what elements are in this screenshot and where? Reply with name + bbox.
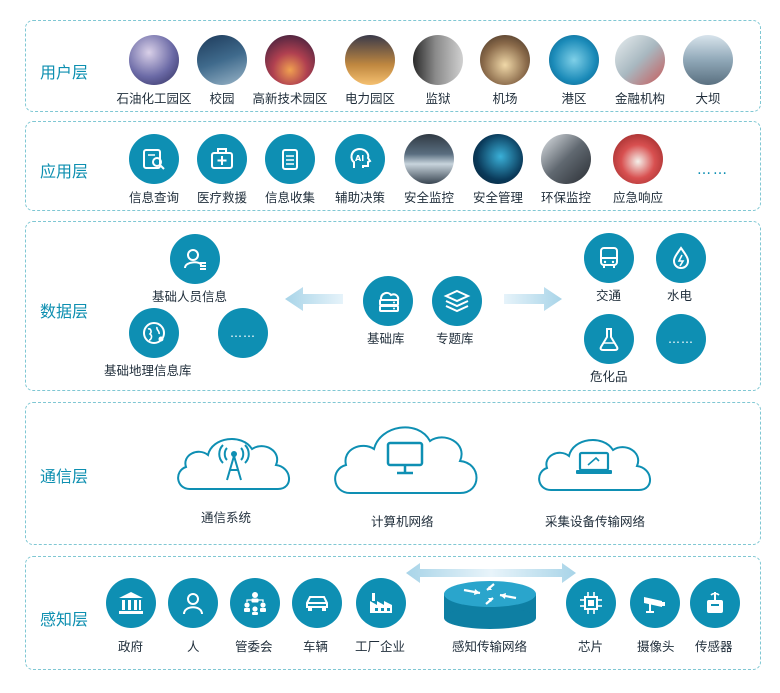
layer-title: 通信层 bbox=[40, 467, 89, 486]
user-item-petrochemical: 石油化工园区 bbox=[112, 35, 196, 107]
user-item-financial: 金融机构 bbox=[598, 35, 682, 107]
government-icon bbox=[106, 578, 156, 628]
cloud-shape bbox=[177, 437, 290, 490]
cloud-shape bbox=[334, 426, 478, 494]
router-icon bbox=[444, 581, 536, 629]
left-arrow-icon bbox=[285, 287, 343, 311]
app-item-medical-rescue: 医疗救援 bbox=[180, 134, 264, 206]
env-monitor-photo bbox=[541, 134, 591, 184]
hazmat-flask-icon bbox=[584, 314, 634, 364]
user-item-power-park: 电力园区 bbox=[328, 35, 412, 107]
user-item-campus: 校园 bbox=[180, 35, 264, 107]
data-right-more: …… bbox=[656, 314, 706, 364]
info-query-icon bbox=[129, 134, 179, 184]
sensor-icon bbox=[690, 578, 740, 628]
campus-photo bbox=[197, 35, 247, 85]
app-item-emergency: 应急响应 bbox=[596, 134, 680, 206]
layer-title: 应用层 bbox=[40, 162, 89, 181]
water-power-label: 水电 bbox=[667, 288, 693, 303]
prison-photo bbox=[413, 35, 463, 85]
computer-network-label: 计算机网络 bbox=[371, 514, 434, 529]
government-label: 政府 bbox=[118, 639, 144, 654]
app-item-security-monitor: 安全监控 bbox=[387, 134, 471, 206]
app-item-security-manage: 安全管理 bbox=[456, 134, 540, 206]
double-arrow-icon bbox=[406, 563, 576, 583]
chip-label: 芯片 bbox=[578, 639, 604, 654]
hazmat-label: 危化品 bbox=[590, 369, 628, 384]
user-item-dam: 大坝 bbox=[666, 35, 750, 107]
person-icon bbox=[168, 578, 218, 628]
factory-icon bbox=[356, 578, 406, 628]
sensor-label: 传感器 bbox=[695, 639, 733, 654]
user-item-port: 港区 bbox=[532, 35, 616, 107]
committee-icon bbox=[230, 578, 280, 628]
water-power-icon bbox=[656, 233, 706, 283]
layer-title: 数据层 bbox=[40, 302, 89, 321]
security-manage-photo bbox=[473, 134, 523, 184]
vehicle-label: 车辆 bbox=[303, 639, 329, 654]
ai-head-icon: AI bbox=[335, 134, 385, 184]
user-item-prison: 监狱 bbox=[396, 35, 480, 107]
data-layer: 数据层 bbox=[25, 221, 761, 391]
security-monitor-photo bbox=[404, 134, 454, 184]
traffic-label: 交通 bbox=[596, 288, 622, 303]
app-item-decision-support: AI 辅助决策 bbox=[318, 134, 402, 206]
person-info-label: 基础人员信息 bbox=[152, 289, 228, 304]
factory-label: 工厂企业 bbox=[355, 639, 406, 654]
camera-label: 摄像头 bbox=[637, 639, 675, 654]
right-arrow-icon bbox=[504, 287, 562, 311]
user-item-airport: 机场 bbox=[463, 35, 547, 107]
svg-text:AI: AI bbox=[355, 154, 364, 163]
sensing-layer: 感知层 bbox=[25, 556, 761, 670]
base-db-label: 基础库 bbox=[367, 331, 405, 346]
hitech-park-photo bbox=[265, 35, 315, 85]
sensing-network-label: 感知传输网络 bbox=[452, 639, 528, 654]
layer-title: 感知层 bbox=[40, 610, 89, 629]
person-label: 人 bbox=[187, 639, 200, 654]
topic-db-label: 专题库 bbox=[436, 331, 474, 346]
antenna-icon bbox=[218, 444, 250, 481]
app-item-info-query: 信息查询 bbox=[112, 134, 196, 206]
clipboard-icon bbox=[265, 134, 315, 184]
user-layer: 用户层 bbox=[25, 20, 761, 112]
chip-icon bbox=[566, 578, 616, 628]
base-db-icon bbox=[363, 276, 413, 326]
topic-db-icon bbox=[432, 276, 482, 326]
application-layer: 应用层 bbox=[25, 121, 761, 211]
bus-icon bbox=[584, 233, 634, 283]
app-item-info-collect: 信息收集 bbox=[248, 134, 332, 206]
comm-system-label: 通信系统 bbox=[201, 510, 252, 525]
petrochemical-photo bbox=[129, 35, 179, 85]
communication-layer: 通信层 bbox=[25, 402, 761, 545]
dam-photo bbox=[683, 35, 733, 85]
data-left-more: …… bbox=[218, 308, 268, 358]
app-item-env-monitor: 环保监控 bbox=[524, 134, 608, 206]
financial-photo bbox=[615, 35, 665, 85]
emergency-photo bbox=[613, 134, 663, 184]
port-photo bbox=[549, 35, 599, 85]
monitor-icon bbox=[386, 441, 424, 475]
camera-icon bbox=[630, 578, 680, 628]
laptop-icon bbox=[576, 451, 612, 474]
person-info-icon bbox=[170, 234, 220, 284]
geo-info-icon bbox=[129, 308, 179, 358]
medical-kit-icon bbox=[197, 134, 247, 184]
app-more-ellipsis: …… bbox=[697, 162, 729, 178]
layer-title: 用户层 bbox=[40, 63, 89, 82]
cloud-shape bbox=[538, 438, 651, 491]
user-item-hitech-park: 高新技术园区 bbox=[248, 35, 332, 107]
car-icon bbox=[292, 578, 342, 628]
power-park-photo bbox=[345, 35, 395, 85]
collect-network-label: 采集设备传输网络 bbox=[545, 514, 646, 529]
airport-photo bbox=[480, 35, 530, 85]
geo-info-label: 基础地理信息库 bbox=[104, 363, 192, 378]
committee-label: 管委会 bbox=[235, 639, 273, 654]
